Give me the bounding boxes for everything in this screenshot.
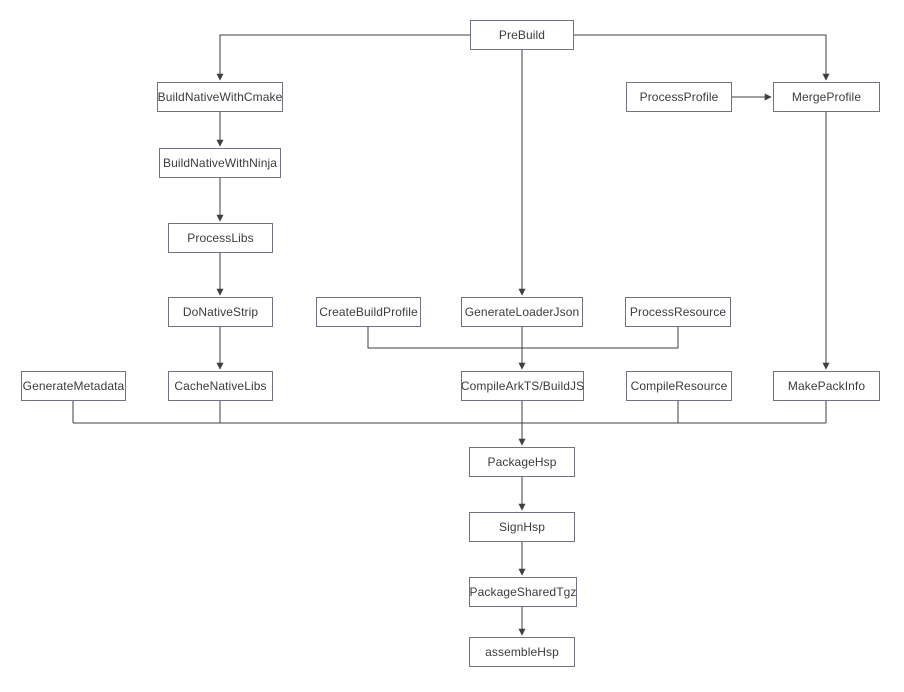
node-compile-resource: CompileResource <box>626 371 732 401</box>
node-create-build-profile: CreateBuildProfile <box>316 297 421 327</box>
node-package-hsp: PackageHsp <box>469 447 575 477</box>
node-generate-metadata: GenerateMetadata <box>21 371 126 401</box>
node-generate-loader-json: GenerateLoaderJson <box>461 297 583 327</box>
node-package-shared-tgz: PackageSharedTgz <box>469 577 577 607</box>
node-do-native-strip: DoNativeStrip <box>168 297 273 327</box>
node-prebuild: PreBuild <box>470 20 574 50</box>
node-compile-arkts-buildjs: CompileArkTS/BuildJS <box>461 371 584 401</box>
node-build-native-with-ninja: BuildNativeWithNinja <box>159 148 281 178</box>
node-sign-hsp: SignHsp <box>469 512 575 542</box>
node-process-profile: ProcessProfile <box>626 82 732 112</box>
node-process-libs: ProcessLibs <box>168 223 273 253</box>
node-build-native-with-cmake: BuildNativeWithCmake <box>157 82 283 112</box>
node-make-pack-info: MakePackInfo <box>773 371 880 401</box>
node-assemble-hsp: assembleHsp <box>469 637 575 667</box>
node-process-resource: ProcessResource <box>625 297 731 327</box>
node-merge-profile: MergeProfile <box>773 82 880 112</box>
node-cache-native-libs: CacheNativeLibs <box>168 371 273 401</box>
